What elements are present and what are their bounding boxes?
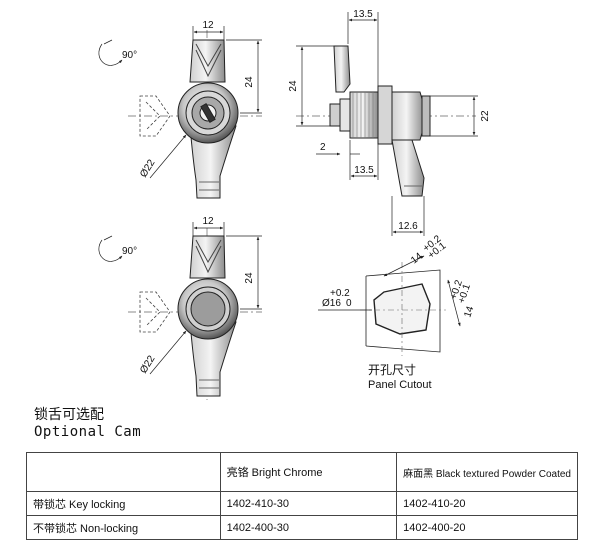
table-cell: 1402-410-30	[219, 491, 398, 516]
table-cell: 带锁芯 Key locking	[26, 491, 221, 516]
dim-cutout-14-top: 14	[409, 251, 425, 267]
dim-mid-rotation: 90°	[122, 246, 137, 257]
table-row: 不带锁芯 Non-locking 1402-400-30 1402-400-20	[26, 515, 578, 540]
dim-side-22: 22	[480, 110, 491, 122]
dim-top-width: 12	[202, 20, 214, 31]
table-header-row: 亮铬 Bright Chrome 麻面黑 Black textured Powd…	[26, 452, 578, 492]
front-view-middle-dimensions	[98, 222, 262, 375]
front-view-top-dimensions	[98, 26, 262, 179]
optional-cam-label-cn: 锁舌可选配	[34, 407, 104, 423]
dim-top-height: 24	[244, 76, 255, 88]
panel-cutout-dimensions	[318, 255, 461, 327]
side-view-dimensions	[296, 12, 478, 236]
table-header-cell	[26, 452, 221, 492]
table-cell: 1402-400-20	[396, 515, 578, 540]
dim-side-24: 24	[288, 80, 299, 92]
panel-cutout-label-en: Panel Cutout	[368, 379, 432, 391]
dim-side-13-5-top: 13.5	[353, 9, 373, 20]
dim-side-2: 2	[320, 142, 326, 153]
dim-mid-width: 12	[202, 216, 214, 227]
dim-mid-height: 24	[244, 272, 255, 284]
table-cell: 1402-410-20	[396, 491, 578, 516]
dim-side-12-6: 12.6	[398, 221, 418, 232]
table-row: 带锁芯 Key locking 1402-410-30 1402-410-20	[26, 491, 578, 516]
panel-cutout	[360, 262, 446, 356]
table-cell: 不带锁芯 Non-locking	[26, 515, 221, 540]
table-cell: 1402-400-30	[219, 515, 398, 540]
dim-rotation: 90°	[122, 50, 137, 61]
dim-cutout-14-right: 14	[462, 305, 476, 319]
product-spec-table: 亮铬 Bright Chrome 麻面黑 Black textured Powd…	[26, 452, 578, 540]
front-view-top	[128, 30, 262, 200]
table-header-cell: 亮铬 Bright Chrome	[219, 452, 398, 492]
front-view-middle	[128, 228, 262, 400]
dim-side-13-5-bottom: 13.5	[354, 165, 374, 176]
technical-drawing: 12 24 90° Ø22	[98, 9, 491, 400]
side-view	[296, 45, 476, 197]
optional-cam-label-en: Optional Cam	[34, 424, 142, 440]
dim-top-diameter: Ø22	[138, 157, 158, 179]
table-header-cell: 麻面黑 Black textured Powder Coated	[396, 452, 578, 492]
dim-cutout-dia-zero: 0	[346, 298, 352, 309]
dim-cutout-dia: Ø16	[322, 298, 341, 309]
dim-mid-diameter: Ø22	[138, 353, 158, 375]
dim-cutout-dia-tol: +0.2	[330, 288, 350, 299]
panel-cutout-label-cn: 开孔尺寸	[368, 363, 416, 377]
